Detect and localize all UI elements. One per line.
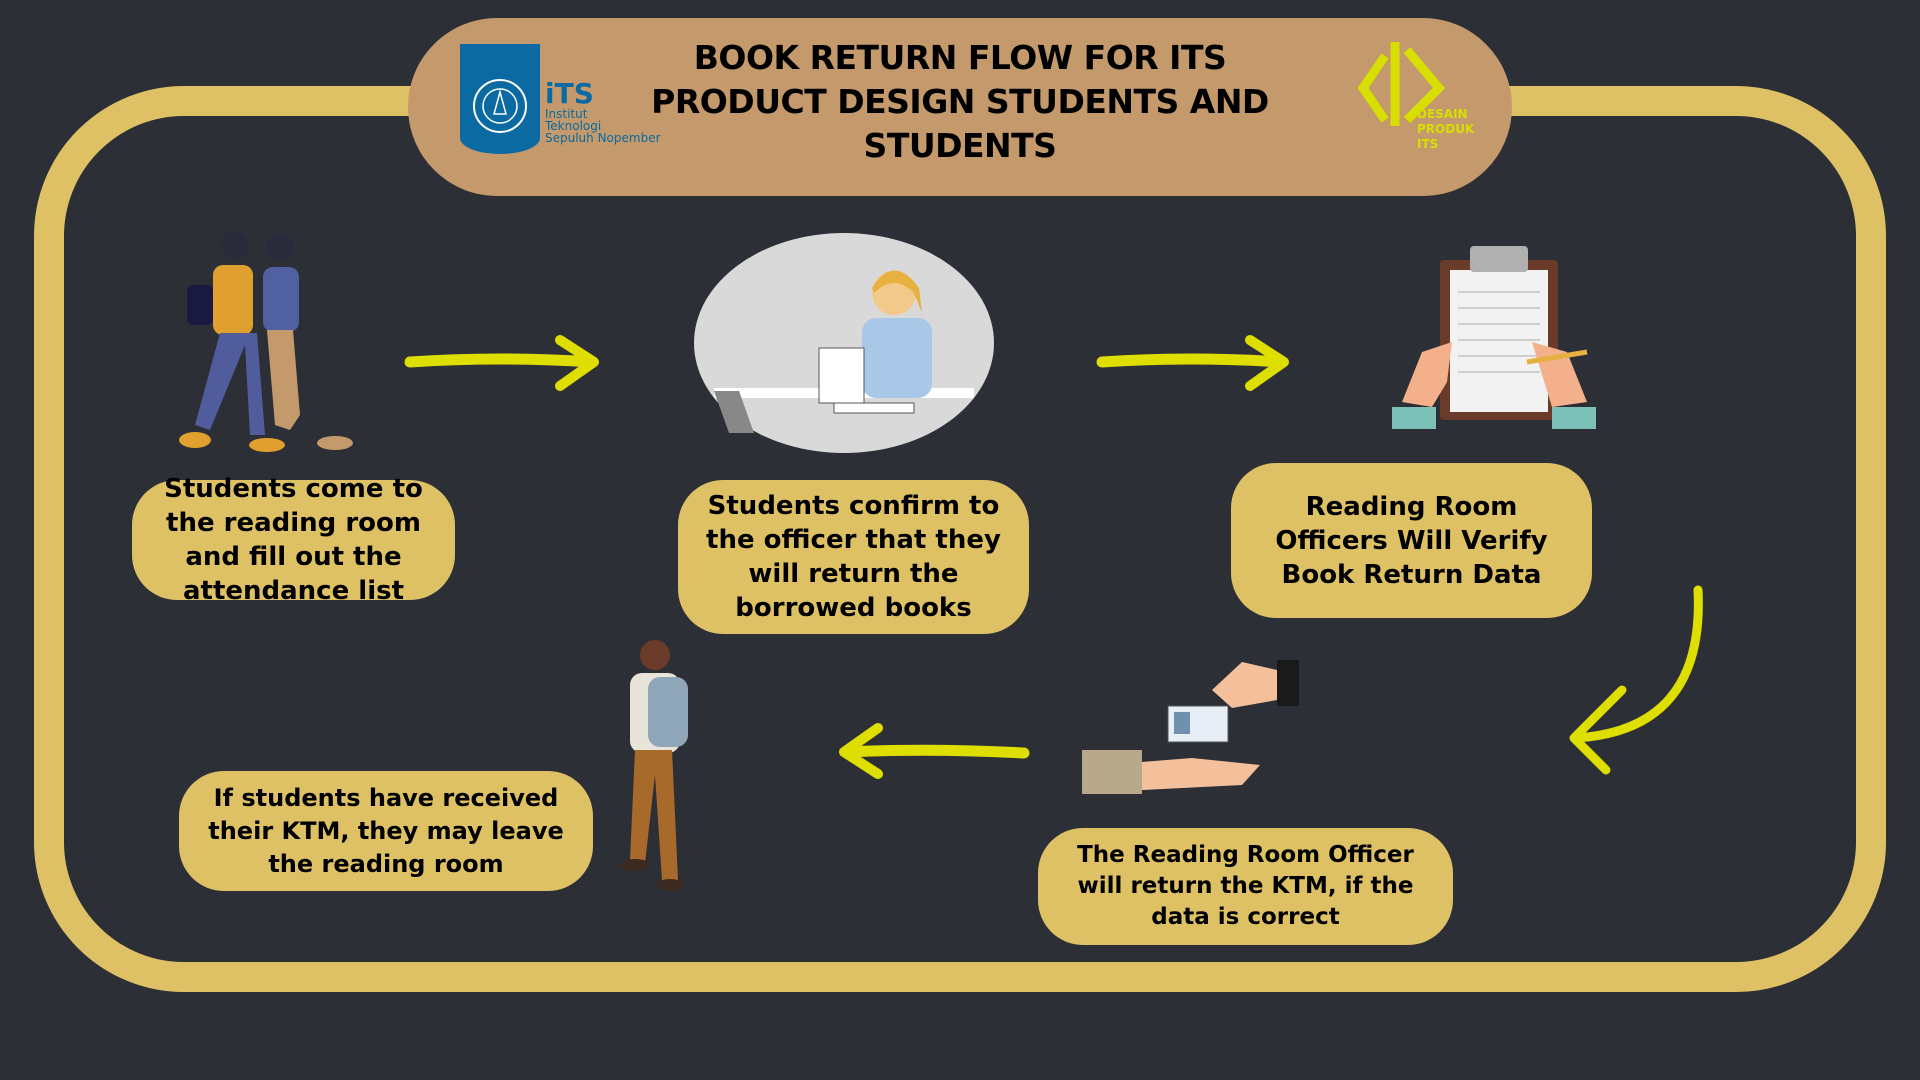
walking-students-illustration <box>179 231 353 452</box>
arrow-left-icon <box>840 744 1030 759</box>
dp-logo-line: ITS <box>1417 137 1439 151</box>
step-3-box: Reading Room Officers Will Verify Book R… <box>1231 463 1592 618</box>
desain-produk-logo-text: DESAIN PRODUK ITS <box>1417 107 1474 152</box>
ktm-card-handover-illustration <box>1082 660 1299 794</box>
its-logo <box>460 44 540 154</box>
its-logo-line: Teknologi <box>545 119 602 133</box>
arrow-right-head-icon <box>1245 335 1289 391</box>
its-logo-name: iTS <box>545 77 594 110</box>
page-title: BOOK RETURN FLOW FOR ITS PRODUCT DESIGN … <box>651 38 1269 165</box>
officer-at-desk-illustration <box>694 233 994 453</box>
desain-produk-logo-icon <box>1357 42 1446 126</box>
step-5-box: If students have received their KTM, the… <box>179 771 593 891</box>
step-4-box: The Reading Room Officer will return the… <box>1038 828 1453 945</box>
step-1-box: Students come to the reading room and fi… <box>132 474 455 606</box>
its-logo-line: Sepuluh Nopember <box>545 131 661 145</box>
arrow-right-icon <box>404 353 598 368</box>
its-logo-line: Institut <box>545 107 588 121</box>
arrow-right-head-icon <box>555 335 599 391</box>
step-2-box: Students confirm to the officer that the… <box>678 480 1029 634</box>
arrow-curved-head-icon <box>1569 685 1627 775</box>
arrow-right-icon <box>1096 353 1288 368</box>
dp-logo-line: DESAIN <box>1417 107 1468 121</box>
dp-logo-line: PRODUK <box>1417 122 1475 136</box>
arrow-left-head-icon <box>839 723 883 779</box>
student-leaving-illustration <box>620 640 688 891</box>
arrow-curved-icon <box>1571 585 1703 743</box>
its-logo-text: iTS Institut Teknologi Sepuluh Nopember <box>545 77 661 145</box>
its-emblem-icon <box>473 79 527 133</box>
clipboard-signing-illustration <box>1392 246 1596 429</box>
title-banner <box>408 18 1512 196</box>
